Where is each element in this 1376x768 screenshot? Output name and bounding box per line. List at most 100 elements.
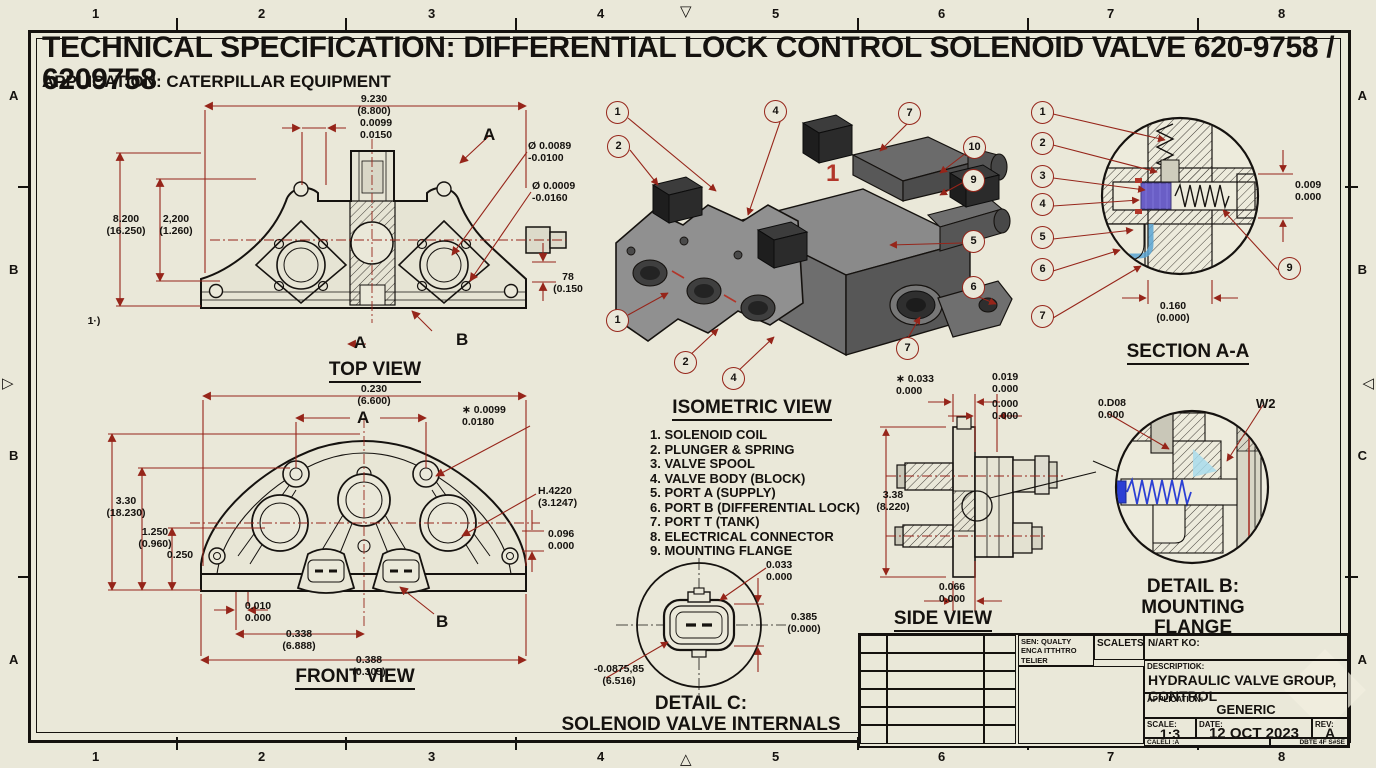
grid-tick	[345, 18, 347, 31]
balloon-4b: 4	[722, 367, 745, 390]
revision-cell	[887, 689, 984, 708]
revision-cell	[984, 707, 1016, 726]
titleblock-scale: SCALE: 1:3	[1144, 718, 1196, 742]
dim-section-right: 0.009 0.000	[1295, 179, 1322, 203]
front-view-title: FRONT VIEW	[290, 666, 420, 690]
revision-cell	[887, 653, 984, 672]
grid-tick	[1345, 576, 1358, 578]
revision-cell	[860, 707, 887, 726]
isometric-view-drawing	[615, 114, 1013, 374]
grid-col-top-7: 7	[1107, 6, 1115, 21]
balloon-10: 10	[963, 136, 986, 159]
grid-tick	[515, 737, 517, 750]
sheet-border-outer	[28, 30, 1351, 743]
label-detailb-w2: W2	[1256, 396, 1276, 411]
dim-frontview-width3: 0.388 (0.305)	[352, 654, 386, 678]
detail-c-title: DETAIL C: SOLENOID VALVE INTERNALS	[561, 693, 841, 735]
grid-col-bot-1: 1	[92, 749, 100, 764]
balloon-5: 5	[962, 230, 985, 253]
grid-tick	[176, 737, 178, 750]
balloon-7b: 7	[896, 337, 919, 360]
dim-detailc-top: 0.033 0.000	[766, 559, 793, 583]
dim-frontview-tol: ∗ 0.0099 0.0180	[462, 404, 506, 428]
description-label: DESCRIPTIOK:	[1147, 662, 1205, 671]
grid-row-left-a: A	[9, 88, 19, 103]
side-view-title: SIDE VIEW	[888, 608, 998, 632]
titleblock-partno: N/ART KO:	[1144, 635, 1348, 660]
dim-topview-height2: 2,200 (1.260)	[159, 213, 193, 237]
titleblock-description: DESCRIPTIOK: HYDRAULIC VALVE GROUP, CONT…	[1144, 660, 1348, 704]
title-block: SEN: QUALTY ENCA ITTHTRO TELIER SCALETS …	[858, 633, 1367, 748]
date-label: DATE:	[1199, 720, 1223, 729]
isometric-view-title: ISOMETRIC VIEW	[672, 397, 832, 421]
revision-cell	[860, 671, 887, 690]
revision-cell	[984, 635, 1016, 654]
revision-cell	[887, 725, 984, 744]
grid-col-bot-3: 3	[428, 749, 436, 764]
rev-value: A	[1324, 725, 1336, 741]
titleblock-application: APPLICATION: GENERIC	[1144, 693, 1348, 718]
dim-topview-dia2: Ø 0.0009 -0.0160	[532, 180, 576, 204]
dim-frontview-offset: 0.010 0.000	[244, 600, 272, 624]
dim-frontview-width2: 0.338 (6.888)	[282, 628, 316, 652]
titleblock-footer-left: CALELI :A	[1144, 738, 1270, 746]
section-balloon-9: 9	[1278, 257, 1301, 280]
dim-topview-offset: 0.0099 0.0150	[360, 117, 393, 141]
titleblock-rev: REV: A	[1312, 718, 1348, 741]
grid-col-top-8: 8	[1278, 6, 1286, 21]
grid-col-bot-2: 2	[258, 749, 266, 764]
dim-sideview-width: 0.066 0.000	[938, 581, 966, 605]
section-balloon-1: 1	[1031, 101, 1054, 124]
grid-col-bot-5: 5	[772, 749, 780, 764]
titleblock-footer-right: DBTE 4F S#SE	[1270, 738, 1348, 746]
titleblock-date: DATE: 12 OCT 2023	[1196, 718, 1312, 742]
section-balloon-3: 3	[1031, 165, 1054, 188]
page-title: TECHNICAL SPECIFICATION: DIFFERENTIAL LO…	[42, 31, 1335, 96]
label-detail-b-ref: B	[456, 330, 469, 349]
grid-tick	[1345, 186, 1358, 188]
grid-tick	[857, 18, 859, 31]
grid-row-right-b: B	[1357, 262, 1367, 277]
detail-c-drawing	[605, 558, 786, 695]
grid-tick	[345, 737, 347, 750]
alignment-arrow-bottom-icon: △	[680, 750, 692, 768]
dim-topview-dia1: Ø 0.0089 -0.0100	[528, 140, 572, 164]
revision-cell	[887, 671, 984, 690]
dim-detailb: 0.D08 0.000	[1098, 397, 1127, 421]
section-aa-title: SECTION A-A	[1118, 341, 1258, 365]
balloon-1: 1	[606, 101, 629, 124]
parts-list-item: 4. VALVE BODY (BLOCK)	[650, 470, 806, 486]
revision-cell	[860, 635, 887, 654]
section-balloon-2: 2	[1031, 132, 1054, 155]
balloon-4: 4	[764, 100, 787, 123]
revision-table	[860, 635, 1018, 744]
date-value: 12 OCT 2023	[1208, 725, 1300, 742]
grid-row-right-a: A	[1357, 88, 1367, 103]
alignment-arrow-right-icon: ◁	[1362, 374, 1374, 392]
parts-list-item: 7. PORT T (TANK)	[650, 514, 760, 529]
section-balloon-6: 6	[1031, 258, 1054, 281]
application-subtitle: APPLICATION: CATERPILLAR EQUIPMENT	[42, 72, 391, 91]
rev-label: REV:	[1315, 720, 1334, 729]
dim-detailc-right: 0.385 (0.000)	[787, 611, 821, 635]
dim-sideview-tol1: ∗ 0.033 0.000	[896, 373, 934, 397]
titleblock-empty-cell	[1018, 666, 1144, 744]
red-mark-1: 1	[826, 160, 840, 187]
grid-row-right-c: C	[1357, 448, 1367, 463]
dim-topview-step: 78 (0.150	[553, 271, 583, 295]
revision-cell	[860, 689, 887, 708]
grid-tick	[1027, 18, 1029, 31]
revision-cell	[860, 725, 887, 744]
grid-col-top-2: 2	[258, 6, 266, 21]
section-balloon-4: 4	[1031, 193, 1054, 216]
revision-cell	[984, 671, 1016, 690]
application-value: GENERIC	[1216, 702, 1276, 717]
grid-row-right-a2: A	[1357, 652, 1367, 667]
grid-col-bot-7: 7	[1107, 749, 1115, 764]
dim-topview-width: 9.230 (8.800)	[357, 93, 391, 117]
grid-col-top-4: 4	[597, 6, 605, 21]
revision-cell	[984, 653, 1016, 672]
dim-sideview-height: 3.38 (8.220)	[876, 489, 910, 513]
revision-cell	[887, 707, 984, 726]
